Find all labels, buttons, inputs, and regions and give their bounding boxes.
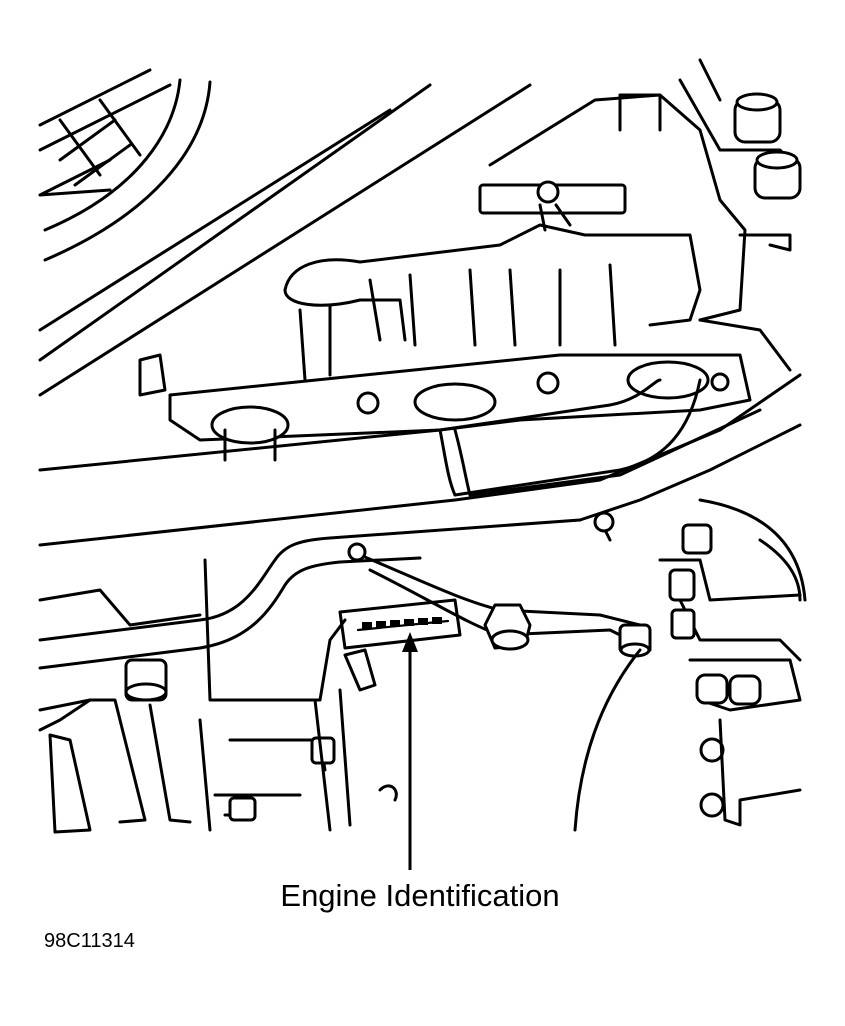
lower-block xyxy=(38,558,398,834)
crossmember xyxy=(38,373,802,547)
figure-code: 98C11314 xyxy=(44,930,135,952)
upper-right-block xyxy=(488,58,802,372)
engine-identification-label: Engine Identification xyxy=(280,878,560,913)
callout-arrow xyxy=(402,632,418,870)
curved-line xyxy=(38,518,582,670)
intake-plenum xyxy=(283,180,702,382)
grille-area xyxy=(38,68,532,397)
engine-id-pad xyxy=(338,598,462,650)
transaxle xyxy=(573,498,807,832)
wiring-harness xyxy=(343,511,652,692)
manifold xyxy=(138,353,752,462)
